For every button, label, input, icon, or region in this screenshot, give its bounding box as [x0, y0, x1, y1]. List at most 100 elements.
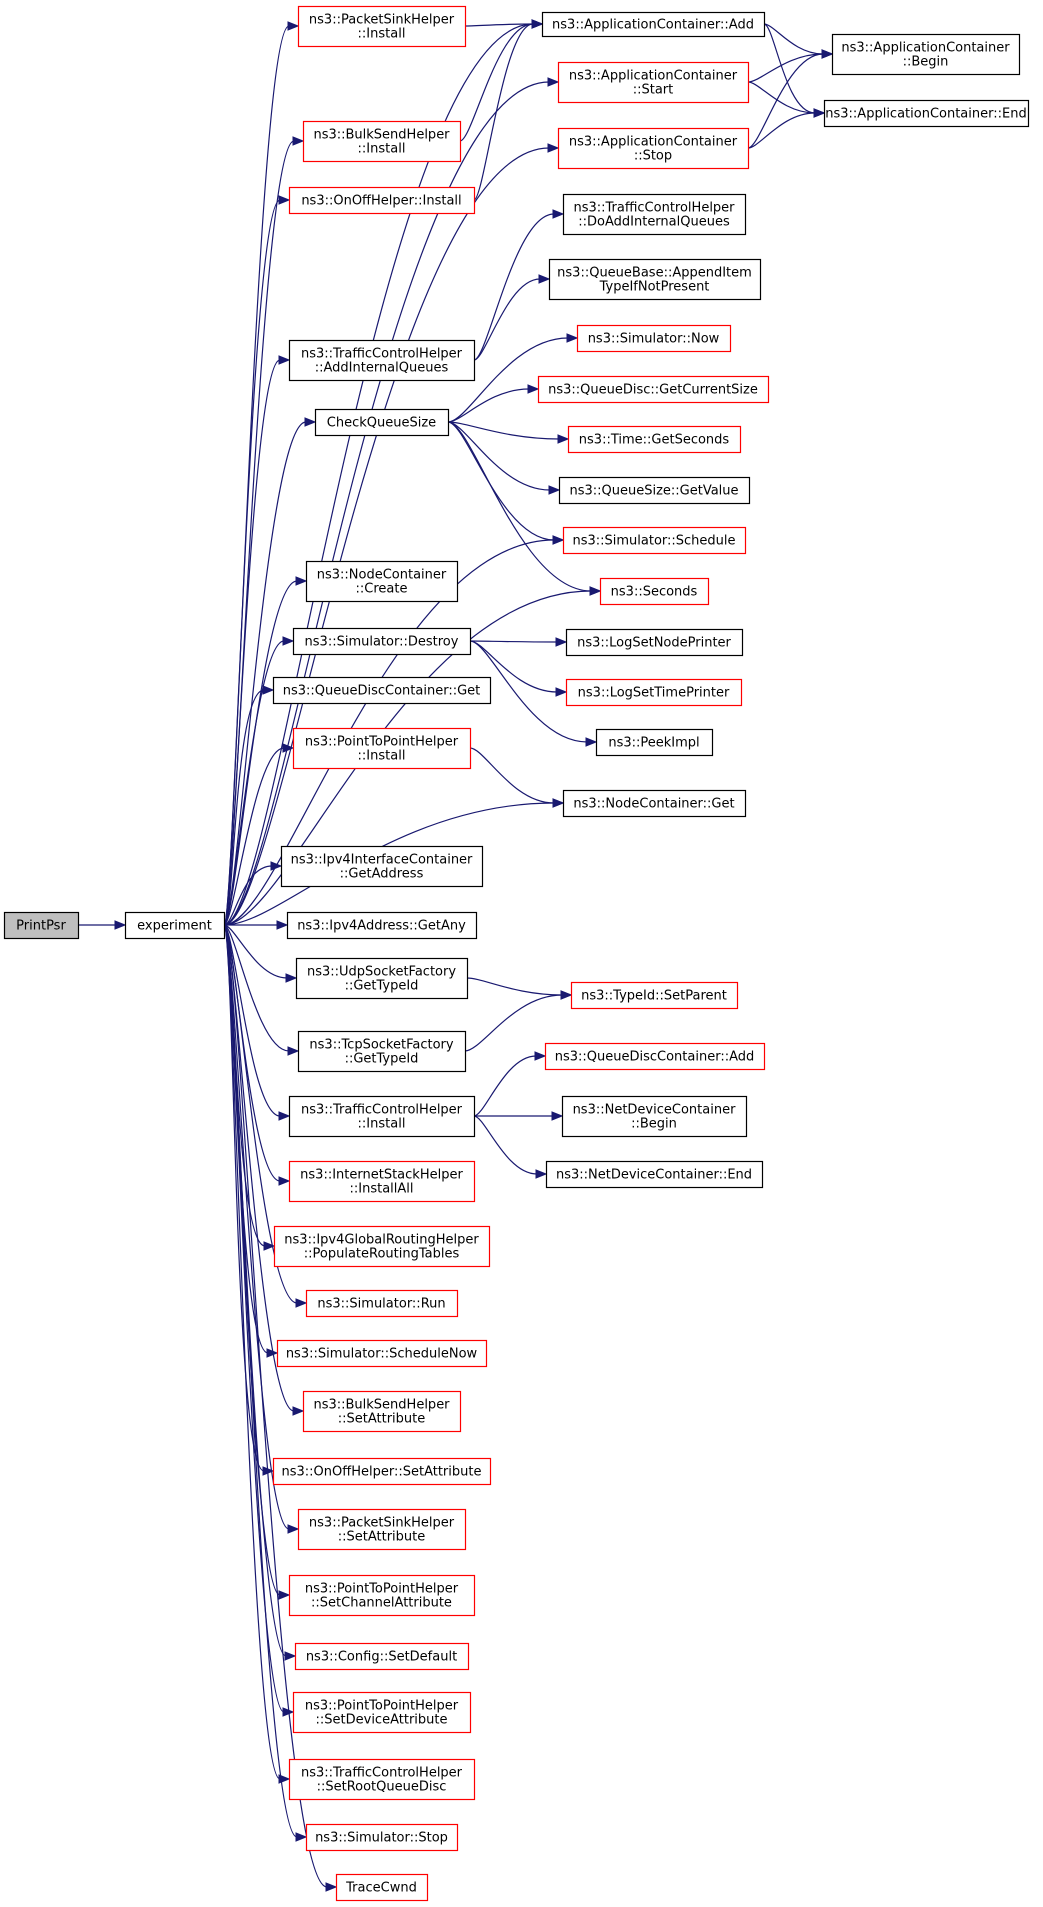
edge-experiment-to-bulksend_install [223, 136, 305, 926]
node-label: ns3::PacketSinkHelper [309, 13, 455, 28]
node-simulator-stop[interactable]: ns3::Simulator::Stop [305, 1823, 459, 1852]
node-label: ns3::Simulator::ScheduleNow [286, 1347, 478, 1362]
node-appcontainer-add: ns3::ApplicationContainer::Add [541, 11, 766, 38]
edge-experiment-to-tch_addinternalqueues [223, 355, 291, 926]
node-label: ns3::TcpSocketFactory [309, 1038, 453, 1053]
edge-experiment-to-tch_install [223, 924, 291, 1121]
node-queuesize-getvalue: ns3::QueueSize::GetValue [558, 476, 751, 505]
edge-experiment-to-tcpsocketfactory_gettypeid [223, 924, 300, 1056]
node-label: ns3::Seconds [611, 585, 698, 600]
node-bulksend-setattribute[interactable]: ns3::BulkSendHelper::SetAttribute [302, 1390, 462, 1433]
edge-experiment-to-tracecwnd [223, 924, 338, 1892]
node-label: ::PopulateRoutingTables [304, 1247, 460, 1262]
node-ipv4ifc-getaddress: ns3::Ipv4InterfaceContainer::GetAddress [280, 845, 484, 888]
edge-checkqueuesize-to-seconds [447, 421, 602, 596]
node-label: ns3::ApplicationContainer::End [825, 107, 1026, 122]
node-label: ::AddInternalQueues [315, 361, 449, 376]
edge-printpsr-to-experiment [77, 920, 127, 930]
node-label: ns3::Simulator::Schedule [572, 534, 735, 549]
node-p2p-setchannelattribute[interactable]: ns3::PointToPointHelper::SetChannelAttri… [288, 1574, 476, 1617]
edge-checkqueuesize-to-queuesize_getvalue [447, 421, 561, 495]
node-label: ns3::BulkSendHelper [313, 1398, 450, 1413]
node-simulator-run[interactable]: ns3::Simulator::Run [305, 1289, 459, 1318]
node-label: ns3::OnOffHelper::Install [301, 194, 461, 209]
node-appcontainer-begin: ns3::ApplicationContainer::Begin [831, 33, 1021, 76]
node-tcpsocketfactory-gettypeid: ns3::TcpSocketFactory::GetTypeId [297, 1030, 467, 1073]
node-label: ::Begin [631, 1117, 677, 1132]
node-label: ns3::QueueDiscContainer::Get [283, 684, 481, 699]
edge-experiment-to-ipv4address_getany [223, 920, 289, 930]
edge-bulksend_install-to-appcontainer_add [459, 19, 544, 142]
node-netdevicecontainer-end: ns3::NetDeviceContainer::End [545, 1160, 764, 1189]
node-tracecwnd[interactable]: TraceCwnd [335, 1873, 429, 1902]
node-label: ns3::QueueDiscContainer::Add [555, 1050, 755, 1065]
node-appcontainer-stop[interactable]: ns3::ApplicationContainer::Stop [557, 127, 750, 170]
node-label: ::Install [358, 1117, 406, 1132]
node-packetsink-setattribute[interactable]: ns3::PacketSinkHelper::SetAttribute [297, 1508, 467, 1551]
node-tch-addinternalqueues: ns3::TrafficControlHelper::AddInternalQu… [288, 339, 476, 382]
node-queuedisccontainer-add[interactable]: ns3::QueueDiscContainer::Add [544, 1042, 766, 1071]
node-label: ::GetTypeId [345, 1052, 419, 1067]
node-label: ns3::Time::GetSeconds [579, 433, 730, 448]
node-label: TypeIfNotPresent [599, 280, 710, 295]
node-label: PrintPsr [16, 919, 66, 934]
edge-appcontainer_stop-to-appcontainer_end [747, 108, 826, 149]
node-typeid-setparent[interactable]: ns3::TypeId::SetParent [570, 981, 739, 1010]
node-label: ns3::TypeId::SetParent [581, 989, 727, 1004]
node-logsettimeprinter[interactable]: ns3::LogSetTimePrinter [565, 678, 743, 707]
node-logsetnodeprinter: ns3::LogSetNodePrinter [565, 628, 744, 657]
node-label: ns3::ApplicationContainer [569, 69, 738, 84]
edge-checkqueuesize-to-queuedisc_getcurrentsize [447, 384, 540, 423]
node-queuedisc-getcurrentsize[interactable]: ns3::QueueDisc::GetCurrentSize [537, 375, 770, 404]
node-tch-install: ns3::TrafficControlHelper::Install [288, 1095, 476, 1138]
edge-simulator_destroy-to-logsetnodeprinter [469, 637, 568, 647]
node-appcontainer-start[interactable]: ns3::ApplicationContainer::Start [557, 61, 750, 104]
node-label: ns3::ApplicationContainer [841, 41, 1010, 56]
edge-tch_addinternalqueues-to-tch_doaddinternalqueues [473, 209, 565, 361]
node-simulator-schedule[interactable]: ns3::Simulator::Schedule [562, 526, 747, 555]
node-onoff-install[interactable]: ns3::OnOffHelper::Install [288, 186, 476, 215]
edge-p2p_install-to-nodecontainer_get [469, 747, 565, 808]
node-tch-setrootqueuedisc[interactable]: ns3::TrafficControlHelper::SetRootQueueD… [288, 1758, 476, 1801]
edge-appcontainer_start-to-appcontainer_end [747, 81, 826, 118]
edge-experiment-to-appcontainer_stop [223, 143, 560, 926]
node-label: ns3::NetDeviceContainer::End [556, 1168, 752, 1183]
edge-tch_addinternalqueues-to-queuebase_appenditem [473, 274, 551, 361]
node-simulator-destroy: ns3::Simulator::Destroy [292, 627, 472, 656]
node-label: ::Stop [634, 149, 672, 164]
edge-tch_install-to-netdevicecontainer_begin [474, 1111, 564, 1121]
node-label: ns3::Simulator::Stop [315, 1831, 448, 1846]
node-config-setdefault[interactable]: ns3::Config::SetDefault [294, 1642, 470, 1671]
node-printpsr: PrintPsr [3, 911, 80, 940]
node-seconds[interactable]: ns3::Seconds [599, 577, 710, 606]
edge-experiment-to-queuedisccontainer_get [223, 685, 275, 926]
node-label: ns3::Ipv4InterfaceContainer [291, 853, 473, 868]
node-bulksend-install[interactable]: ns3::BulkSendHelper::Install [302, 120, 462, 163]
node-queuebase-appenditem: ns3::QueueBase::AppendItemTypeIfNotPrese… [548, 258, 762, 301]
node-ipv4address-getany: ns3::Ipv4Address::GetAny [286, 911, 478, 940]
node-label: CheckQueueSize [327, 416, 436, 431]
node-label: ns3::QueueDisc::GetCurrentSize [548, 383, 758, 398]
node-label: ns3::OnOffHelper::SetAttribute [282, 1465, 482, 1480]
node-packetsink-install[interactable]: ns3::PacketSinkHelper::Install [297, 5, 467, 48]
node-label: ns3::Simulator::Now [588, 332, 720, 347]
node-udpsocketfactory-gettypeid: ns3::UdpSocketFactory::GetTypeId [295, 957, 469, 1000]
edge-experiment-to-p2p_install [223, 743, 295, 926]
node-time-getseconds[interactable]: ns3::Time::GetSeconds [567, 425, 742, 454]
node-label: ns3::LogSetNodePrinter [577, 636, 731, 651]
edge-tch_install-to-queuedisccontainer_add [473, 1051, 547, 1117]
node-p2p-install[interactable]: ns3::PointToPointHelper::Install [292, 727, 472, 770]
node-simulator-schedulenow[interactable]: ns3::Simulator::ScheduleNow [276, 1339, 488, 1368]
node-label: ns3::QueueSize::GetValue [569, 484, 738, 499]
node-label: ns3::ApplicationContainer::Add [552, 18, 754, 33]
node-internetstack-installall[interactable]: ns3::InternetStackHelper::InstallAll [288, 1160, 476, 1203]
node-ipv4globalrouting-populate[interactable]: ns3::Ipv4GlobalRoutingHelper::PopulateRo… [273, 1225, 491, 1268]
node-simulator-now[interactable]: ns3::Simulator::Now [576, 324, 732, 353]
node-p2p-setdeviceattribute[interactable]: ns3::PointToPointHelper::SetDeviceAttrib… [292, 1691, 472, 1734]
node-label: ::SetDeviceAttribute [316, 1713, 448, 1728]
edge-checkqueuesize-to-simulator_schedule [447, 421, 565, 545]
node-onoff-setattribute[interactable]: ns3::OnOffHelper::SetAttribute [272, 1457, 492, 1486]
node-appcontainer-end: ns3::ApplicationContainer::End [823, 99, 1030, 128]
node-label: ns3::TrafficControlHelper [301, 1103, 463, 1118]
